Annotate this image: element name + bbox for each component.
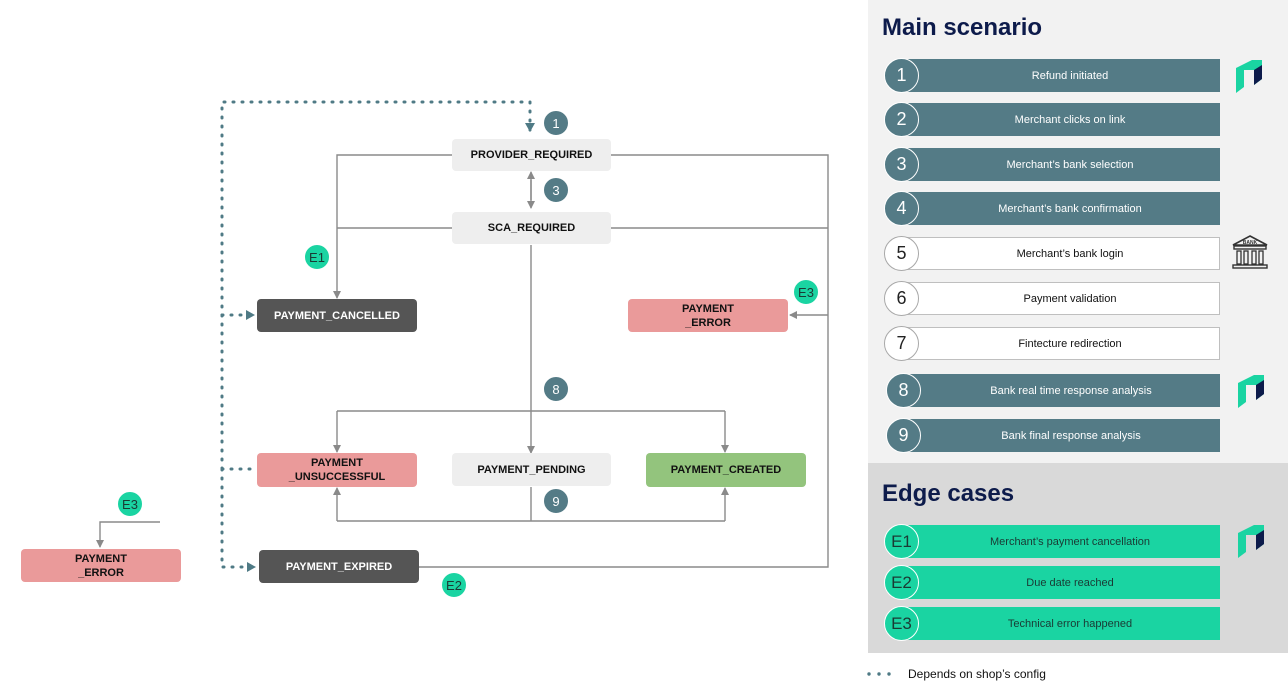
main-step-row: 9 Bank final response analysis — [886, 418, 1220, 453]
edge-case-row: E1 Merchant’s payment cancellation — [884, 524, 1220, 559]
node-payment-error-left: PAYMENT _ERROR — [21, 549, 181, 582]
edge-case-row: E3 Technical error happened — [884, 606, 1220, 641]
node-payment-expired: PAYMENT_EXPIRED — [259, 550, 419, 583]
edge-number: E3 — [884, 606, 919, 641]
step-number: 5 — [884, 236, 919, 271]
main-scenario-title: Main scenario — [882, 14, 1043, 41]
main-step-row: 3 Merchant’s bank selection — [884, 147, 1220, 182]
step-badge-3: 3 — [543, 177, 569, 203]
main-step-row: 8 Bank real time response analysis — [886, 373, 1220, 408]
step-number: 2 — [884, 102, 919, 137]
edge-label: Due date reached — [902, 566, 1220, 599]
main-step-row: 2 Merchant clicks on link — [884, 102, 1220, 137]
edge-badge-e3-left: E3 — [117, 491, 143, 517]
edge-cases-title: Edge cases — [882, 480, 1015, 507]
step-label: Merchant’s bank selection — [902, 148, 1220, 181]
bank-icon-label: BANK — [1243, 240, 1258, 246]
step-label: Payment validation — [902, 282, 1220, 315]
step-label: Merchant clicks on link — [902, 103, 1220, 136]
edge-label: Merchant’s payment cancellation — [902, 525, 1220, 558]
step-label: Fintecture redirection — [902, 327, 1220, 360]
node-payment-created: PAYMENT_CREATED — [646, 453, 806, 487]
step-number: 9 — [886, 418, 921, 453]
fintecture-logo-icon — [1238, 525, 1264, 558]
step-number: 8 — [886, 373, 921, 408]
node-payment-cancelled: PAYMENT_CANCELLED — [257, 299, 417, 332]
node-provider-required: PROVIDER_REQUIRED — [452, 139, 611, 171]
step-label: Merchant’s bank login — [902, 237, 1220, 270]
main-step-row: 5 Merchant’s bank login — [884, 236, 1220, 271]
dotted-line-icon — [867, 672, 891, 676]
step-badge-1: 1 — [543, 110, 569, 136]
node-payment-unsuccessful: PAYMENT _UNSUCCESSFUL — [257, 453, 417, 487]
step-number: 6 — [884, 281, 919, 316]
edge-cases-panel: Edge cases E1 Merchant’s payment cancell… — [868, 463, 1288, 653]
step-label: Bank final response analysis — [904, 419, 1220, 452]
node-payment-pending: PAYMENT_PENDING — [452, 453, 611, 486]
edge-case-row: E2 Due date reached — [884, 565, 1220, 600]
legend-label: Depends on shop’s config — [908, 667, 1046, 681]
state-diagram-connectors — [96, 100, 829, 572]
step-number: 1 — [884, 58, 919, 93]
step-number: 3 — [884, 147, 919, 182]
step-number: 4 — [884, 191, 919, 226]
step-label: Merchant’s bank confirmation — [902, 192, 1220, 225]
edge-badge-e3-right: E3 — [793, 279, 819, 305]
main-step-row: 4 Merchant’s bank confirmation — [884, 191, 1220, 226]
legend: Depends on shop’s config — [866, 662, 1046, 686]
step-number: 7 — [884, 326, 919, 361]
step-badge-8: 8 — [543, 376, 569, 402]
edge-number: E2 — [884, 565, 919, 600]
node-payment-error-right: PAYMENT _ERROR — [628, 299, 788, 332]
step-badge-9: 9 — [543, 488, 569, 514]
edge-number: E1 — [884, 524, 919, 559]
step-label: Bank real time response analysis — [904, 374, 1220, 407]
main-step-row: 6 Payment validation — [884, 281, 1220, 316]
step-label: Refund initiated — [902, 59, 1220, 92]
main-step-row: 1 Refund initiated — [884, 58, 1220, 93]
fintecture-logo-icon — [1238, 375, 1264, 408]
main-step-row: 7 Fintecture redirection — [884, 326, 1220, 361]
main-scenario-panel: Main scenario 1 Refund initiated 2 Merch… — [868, 0, 1288, 463]
bank-icon: BANK — [1232, 235, 1268, 269]
edge-label: Technical error happened — [902, 607, 1220, 640]
fintecture-logo-icon — [1236, 60, 1262, 93]
edge-badge-e1: E1 — [304, 244, 330, 270]
edge-badge-e2: E2 — [441, 572, 467, 598]
node-sca-required: SCA_REQUIRED — [452, 212, 611, 244]
